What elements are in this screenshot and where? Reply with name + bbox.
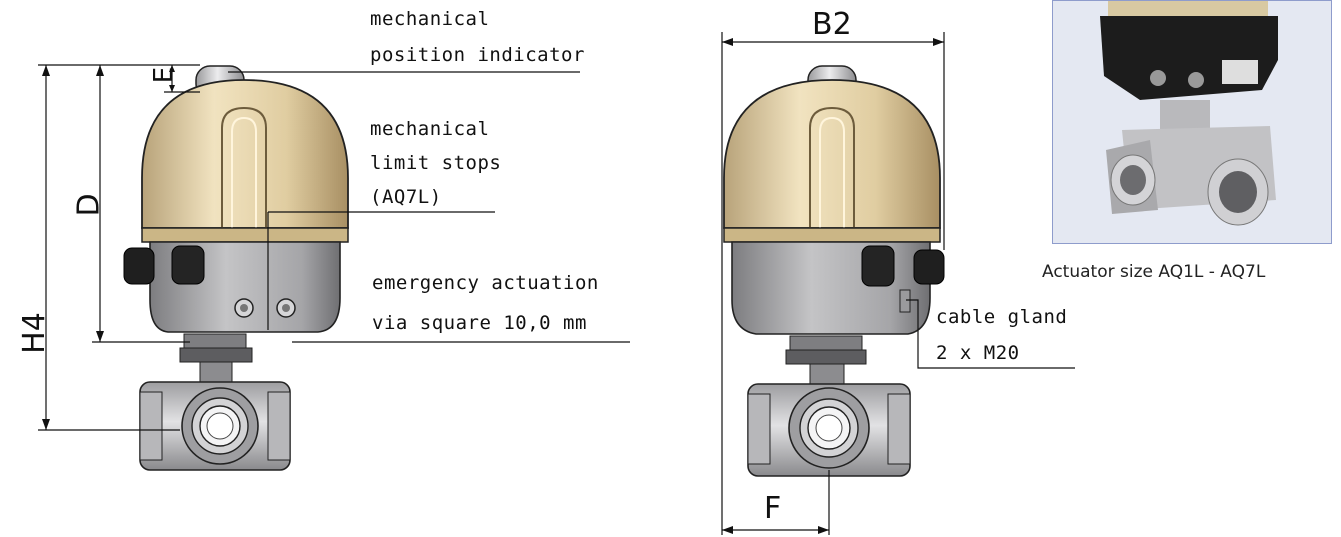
left-dimension-lines xyxy=(38,64,630,431)
label-emergency-line1: emergency actuation xyxy=(372,272,599,294)
label-cable-gland-line1: cable gland xyxy=(936,306,1068,328)
photo-caption: Actuator size AQ1L - AQ7L xyxy=(1042,262,1266,282)
photo-frame xyxy=(1052,0,1332,244)
label-position-indicator-line2: position indicator xyxy=(370,44,585,66)
dimension-label-b2: B2 xyxy=(812,7,852,42)
actuator-front-view xyxy=(123,65,349,471)
label-cable-gland-line2: 2 x M20 xyxy=(936,342,1020,364)
label-limit-stops-line3: (AQ7L) xyxy=(370,186,442,208)
left-arrowheads xyxy=(42,65,175,430)
label-limit-stops-line1: mechanical xyxy=(370,118,490,140)
right-arrowheads xyxy=(722,38,944,534)
actuator-side-view xyxy=(723,65,945,477)
product-photo xyxy=(1053,1,1331,243)
label-emergency-line2: via square 10,0 mm xyxy=(372,312,587,334)
dimension-label-f: F xyxy=(764,491,782,526)
dimension-label-h4: H4 xyxy=(16,312,52,354)
dimension-label-e: E xyxy=(149,66,180,84)
label-limit-stops-line2: limit stops xyxy=(370,152,502,174)
label-position-indicator-line1: mechanical xyxy=(370,8,490,30)
right-dimension-lines xyxy=(721,32,1075,535)
dimension-label-d: D xyxy=(71,193,107,217)
